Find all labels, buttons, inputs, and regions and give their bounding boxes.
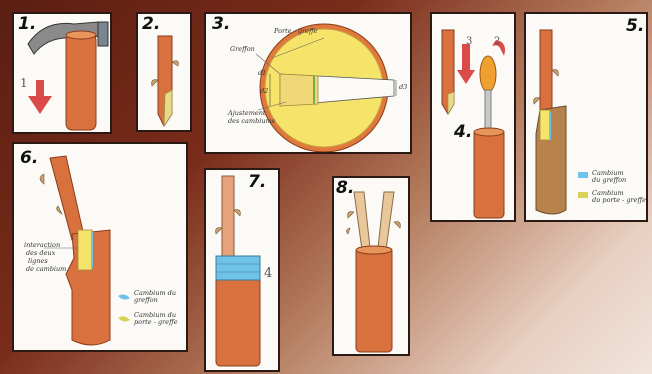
panel-step-5: 5. Cambium du greffon Cambium du porte -…	[524, 12, 648, 222]
panel-step-8: 8.	[332, 176, 410, 356]
hammer-splitting-illustration	[14, 14, 112, 134]
label-interaction-3: lignes	[28, 258, 48, 265]
label-rootstock: Porte - greffe	[274, 28, 318, 35]
panel-step-7: 7. 4	[204, 168, 280, 372]
step-1-arrow-label: 1	[20, 76, 28, 90]
label-cambium-adjust-1: Ajustement	[228, 110, 266, 117]
step-4-arrow-3: 3	[466, 36, 472, 47]
legend-scion-cambium-2: du greffon	[592, 177, 626, 184]
label-interaction-2: des deux	[26, 250, 55, 257]
legend-rootstock-cambium-2: du porte - greffe	[592, 197, 646, 204]
step-7-mark-4: 4	[264, 266, 272, 281]
mark-d2: d2	[260, 88, 268, 95]
label-cambium-adjust-2: des cambiums	[228, 118, 275, 125]
legend-scion-cambium-2: greffon	[134, 297, 158, 304]
label-scion: Greffon	[230, 46, 255, 53]
graft-inserted-illustration	[526, 14, 648, 222]
label-interaction-1: interaction	[24, 242, 60, 249]
mark-d3: d3	[399, 84, 407, 91]
legend-rootstock-cambium-2: porte - greffe	[134, 319, 178, 326]
wedge-insertion-illustration	[432, 14, 516, 222]
label-interaction-4: de cambium	[26, 266, 66, 273]
cross-section-illustration	[206, 14, 412, 154]
scion-cut-illustration	[138, 14, 192, 132]
panel-step-3: 3. Porte - greffe Greffon Ajustement des…	[204, 12, 412, 154]
panel-step-2: 2.	[136, 12, 192, 132]
double-graft-illustration	[334, 178, 410, 356]
mark-d1: d1	[258, 70, 266, 77]
panel-step-4: 4. 3 2	[430, 12, 516, 222]
panel-step-1: 1. 1	[12, 12, 112, 134]
step-4-arrow-2: 2	[494, 36, 500, 47]
panel-step-6: 6. interaction des deux lignes de cambiu…	[12, 142, 188, 352]
